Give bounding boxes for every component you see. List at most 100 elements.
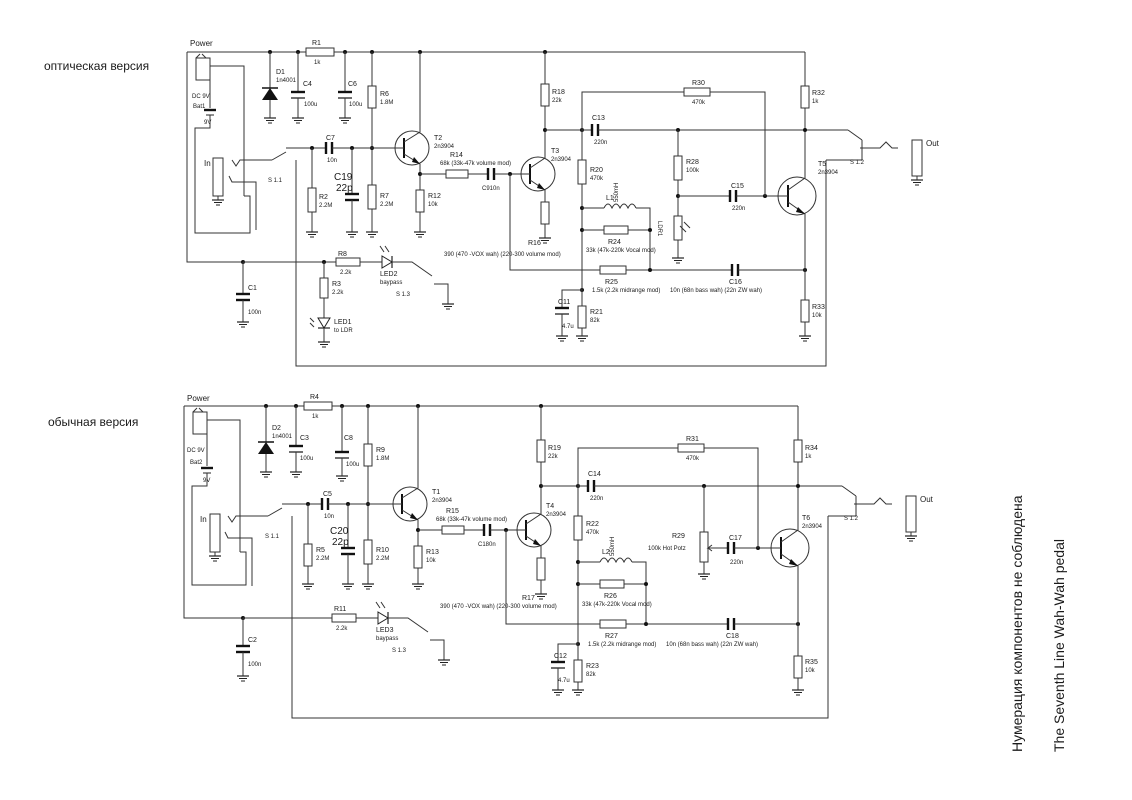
r27 xyxy=(599,619,627,629)
r26 xyxy=(599,579,625,589)
r11-value: 2.2k xyxy=(336,626,348,632)
r35-value: 10k xyxy=(805,668,816,674)
r26-label: R26 xyxy=(604,593,617,600)
power-label: Power xyxy=(190,39,213,48)
r5-value: 2.2M xyxy=(316,556,329,562)
t2-label: T2 xyxy=(434,135,442,142)
c14-value: 220n xyxy=(590,496,603,502)
output-jack-2 xyxy=(905,495,917,533)
c20-label: C20 xyxy=(330,526,349,537)
r24 xyxy=(603,225,629,235)
r1-label: R1 xyxy=(312,40,321,47)
dc9v-label-2: DC 9V xyxy=(187,448,205,454)
s12-label-2: S 1.2 xyxy=(844,516,859,522)
c3-label: C3 xyxy=(300,435,309,442)
r5 xyxy=(303,543,313,567)
r1-value: 1k xyxy=(314,60,321,66)
bat1-volt: 9V xyxy=(204,120,211,126)
led1-note: to LDR xyxy=(334,328,353,334)
r28 xyxy=(673,155,683,181)
d1-diode-icon xyxy=(262,88,278,100)
s12-label: S 1.2 xyxy=(850,160,865,166)
r8-label: R8 xyxy=(338,251,347,258)
r7-value: 2.2M xyxy=(380,202,393,208)
d1-type: 1n4001 xyxy=(276,78,297,84)
r12 xyxy=(415,189,425,213)
l1-value: 550mH xyxy=(614,183,620,202)
t6-transistor-icon xyxy=(770,528,810,568)
c11-value: 4.7u xyxy=(562,324,574,330)
c6-label: C6 xyxy=(348,81,357,88)
r8 xyxy=(335,257,361,267)
l2-label: L2 xyxy=(602,549,610,556)
r6-value: 1.8M xyxy=(380,100,393,106)
r26-value: 33k (47k-220k Vocal mod) xyxy=(582,602,652,608)
r20-value: 470k xyxy=(590,176,604,182)
r31 xyxy=(677,443,705,453)
s11-label-2: S 1.1 xyxy=(265,534,280,540)
c7-value: 10n xyxy=(327,158,337,164)
r18-label: R18 xyxy=(552,89,565,96)
c18-label: C18 xyxy=(726,633,739,640)
in-label-2: In xyxy=(200,515,207,524)
r23-value: 82k xyxy=(586,672,597,678)
pedal-title: The Seventh Line Wah-Wah pedal xyxy=(1051,539,1067,752)
optical-schematic: оптическая версия Power DC 9V Bat1 9V R1… xyxy=(44,39,940,367)
r22-value: 470k xyxy=(586,530,600,536)
t4-transistor-icon xyxy=(516,512,552,548)
t6-label: T6 xyxy=(802,515,810,522)
r3-value: 2.2k xyxy=(332,290,344,296)
t3-transistor-icon xyxy=(520,156,556,192)
c15-label: C15 xyxy=(731,183,744,190)
t3-label: T3 xyxy=(551,148,559,155)
r30-value: 470k xyxy=(692,100,706,106)
l1-inductor-icon xyxy=(603,203,637,210)
led2-icon xyxy=(381,255,393,269)
c13-label: C13 xyxy=(592,115,605,122)
c5-value: 10n xyxy=(324,514,334,520)
dc9v-label: DC 9V xyxy=(192,94,210,100)
led3-icon xyxy=(377,611,389,625)
t4-type: 2n3904 xyxy=(546,512,567,518)
r32-value: 1k xyxy=(812,99,819,105)
bat2-label: Bat2 xyxy=(190,460,203,466)
r13 xyxy=(413,545,423,569)
c180-label: C180n xyxy=(478,542,496,548)
r2-label: R2 xyxy=(319,194,328,201)
r16-label: R16 xyxy=(528,240,541,247)
c16-value: 10n (68n bass wah) (22n ZW wah) xyxy=(670,288,762,294)
t3-type: 2n3904 xyxy=(551,157,572,163)
r17 xyxy=(536,557,546,581)
t5-transistor-icon xyxy=(777,176,817,216)
t5-type: 2n3904 xyxy=(818,170,839,176)
input-jack xyxy=(212,157,224,197)
t1-label: T1 xyxy=(432,489,440,496)
r2 xyxy=(307,187,317,213)
c1-label: C1 xyxy=(248,285,257,292)
r25-label: R25 xyxy=(605,279,618,286)
in-label: In xyxy=(204,159,211,168)
r29-potentiometer-icon xyxy=(699,531,709,563)
r12-label: R12 xyxy=(428,193,441,200)
r30 xyxy=(683,87,711,97)
c16-label: C16 xyxy=(729,279,742,286)
c19-value: 22p xyxy=(336,183,353,194)
r10-label: R10 xyxy=(376,547,389,554)
c6-value: 100u xyxy=(349,102,362,108)
bat1-label: Bat1 xyxy=(193,104,206,110)
out-label: Out xyxy=(926,139,940,148)
r31-value: 470k xyxy=(686,456,700,462)
led1-icon xyxy=(317,317,331,329)
r33-label: R33 xyxy=(812,304,825,311)
r19-value: 22k xyxy=(548,454,559,460)
r34 xyxy=(793,439,803,463)
r33 xyxy=(800,299,810,323)
c8-value: 100u xyxy=(346,462,359,468)
led1-label: LED1 xyxy=(334,319,352,326)
l1-label: L1 xyxy=(606,195,614,202)
r12-value: 10k xyxy=(428,202,439,208)
c19-label: C19 xyxy=(334,172,353,183)
t4-label: T4 xyxy=(546,503,554,510)
r11 xyxy=(331,613,357,623)
c8-label: C8 xyxy=(344,435,353,442)
